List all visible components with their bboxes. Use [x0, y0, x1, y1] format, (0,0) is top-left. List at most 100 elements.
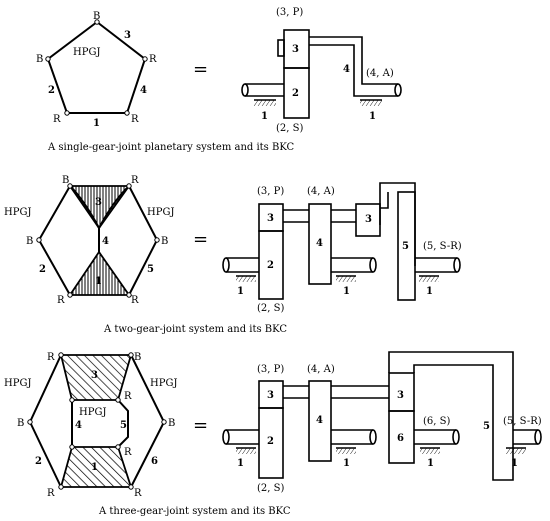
p2-bkc-link-3a: 3: [267, 213, 274, 224]
p1-label-2s: (2, S): [276, 123, 303, 134]
p2-link-1: 1: [95, 276, 102, 287]
p2-equals: =: [193, 229, 208, 250]
p1-link-2-block: [283, 67, 310, 119]
p2-link-5: 5: [147, 264, 154, 275]
p1-bearing-notch: [277, 39, 285, 57]
p1-edge-1: 1: [93, 118, 100, 129]
p1-ground-1-left: 1: [261, 111, 268, 122]
p1-vertex-bottom-left: R: [53, 114, 61, 125]
p1-edge-2: 2: [48, 85, 55, 96]
p3-link-1: 1: [91, 462, 98, 473]
p3-bkc-link-3b: 3: [397, 390, 404, 401]
p3-label-2s: (2, S): [257, 483, 284, 494]
panel-3-graph-labels: R B B B R R R R HPGJ HPGJ HPGJ 3 4 5 1 2…: [4, 352, 177, 499]
p2-bottom-left: R: [57, 295, 65, 306]
p3-bottom-left: R: [47, 488, 55, 499]
panel-2-bkc-labels: (3, P) (4, A) 3 3 2 4 5 (5, S-R) (2, S) …: [237, 186, 462, 314]
panel-1: [46, 20, 147, 114]
panel-2-graph-labels: B R B B R R HPGJ HPGJ 3 4 1 2 5: [4, 175, 174, 306]
p2-label-4a: (4, A): [307, 186, 335, 197]
panel-1-graph-nodes: [45, 19, 148, 116]
p3-bkc-link-6: 6: [397, 433, 404, 444]
p1-link-4: 4: [343, 64, 350, 75]
p2-top-triangle: [68, 185, 131, 230]
p2-top-left: B: [62, 175, 69, 186]
p2-ground-1c: 1: [426, 286, 433, 297]
p3-link-2: 2: [35, 456, 42, 467]
p3-bkc-link-3a: 3: [267, 390, 274, 401]
p3-ground-1c: 1: [427, 458, 434, 469]
p3-inner-bottom-right: R: [124, 447, 132, 458]
p3-ground-1a: 1: [237, 458, 244, 469]
p1-carrier-arm: [309, 36, 398, 97]
p3-inner-top-right: R: [124, 391, 132, 402]
p1-vertex-right: R: [149, 54, 157, 65]
p3-mid-right: B: [168, 418, 175, 429]
p2-label-5sr: (5, S-R): [423, 241, 462, 252]
panel-1-bkc: [241, 29, 402, 119]
p3-label-3p: (3, P): [257, 364, 284, 375]
p2-link-3: 3: [95, 197, 102, 208]
p2-link-2: 2: [39, 264, 46, 275]
p2-right-hpgj: HPGJ: [147, 207, 174, 218]
p1-link-3: 3: [292, 44, 299, 55]
p3-mid-left: B: [17, 418, 24, 429]
p3-label-5sr: (5, S-R): [503, 416, 542, 427]
p1-shaft-left: [245, 83, 284, 97]
p3-bkc-link-2: 2: [267, 436, 274, 447]
p3-bkc-link-4: 4: [316, 415, 323, 426]
p1-edge-3: 3: [124, 30, 131, 41]
p2-mid-left: B: [26, 236, 33, 247]
p3-right-hpgj: HPGJ: [150, 378, 177, 389]
p1-ground-hatch-right: [360, 100, 382, 106]
p2-top-right: R: [131, 175, 139, 186]
p3-caption: A three-gear-joint system and its BKC: [98, 506, 291, 517]
p3-equals: =: [193, 415, 208, 436]
p3-link-4: 4: [75, 420, 82, 431]
p2-link-4: 4: [102, 236, 109, 247]
p1-equals: =: [193, 59, 208, 80]
p3-top-left: R: [47, 352, 55, 363]
p3-ground-1d: 1: [511, 458, 518, 469]
p2-caption: A two-gear-joint system and its BKC: [103, 324, 287, 335]
p2-bkc-link-5: 5: [402, 241, 409, 252]
p2-ground-1b: 1: [343, 286, 350, 297]
p1-label-4a: (4, A): [366, 68, 394, 79]
p2-bkc-link-4: 4: [316, 238, 323, 249]
p2-label-2s: (2, S): [257, 303, 284, 314]
panel-3-bkc-labels: (3, P) (4, A) 3 3 2 4 6 5 (6, S) (5, S-R…: [237, 364, 542, 494]
p3-left-hpgj: HPGJ: [4, 378, 31, 389]
p3-label-6s: (6, S): [423, 416, 450, 427]
p2-mid-right: B: [161, 236, 168, 247]
p3-bkc-link-5: 5: [483, 421, 490, 432]
p3-link-5: 5: [120, 420, 127, 431]
p3-top-right: B: [134, 352, 141, 363]
p3-link-6: 6: [151, 456, 158, 467]
panel-1-graph-labels: B B R R R HPGJ 3 2 4 1: [36, 11, 157, 129]
p1-center-hpgj: HPGJ: [73, 47, 100, 58]
p2-bottom-triangle: [68, 250, 131, 296]
pentagon-graph: [46, 20, 147, 114]
p1-caption: A single-gear-joint planetary system and…: [47, 142, 295, 153]
p3-ground-1b: 1: [343, 458, 350, 469]
p1-vertex-left: B: [36, 54, 43, 65]
p3-bottom-right: R: [134, 488, 142, 499]
p1-ground-1-right: 1: [369, 111, 376, 122]
p3-center-hpgj: HPGJ: [79, 407, 106, 418]
p2-label-3p: (3, P): [257, 186, 284, 197]
p1-link-2: 2: [292, 88, 299, 99]
p2-ground-1a: 1: [237, 286, 244, 297]
p3-link-3: 3: [91, 370, 98, 381]
p1-label-3p: (3, P): [276, 7, 303, 18]
panel-1-bkc-labels: (3, P) 3 2 4 (4, A) (2, S) 1 1: [261, 7, 394, 134]
p1-vertex-top: B: [93, 11, 100, 22]
p2-bkc-link-3b: 3: [365, 214, 372, 225]
p1-vertex-bottom-right: R: [131, 114, 139, 125]
panel-3-bkc: [222, 351, 542, 481]
p1-edge-4: 4: [140, 85, 147, 96]
p1-ground-hatch-left: [254, 100, 276, 106]
p2-left-hpgj: HPGJ: [4, 207, 31, 218]
panel-2-bkc: [222, 182, 461, 301]
p3-label-4a: (4, A): [307, 364, 335, 375]
